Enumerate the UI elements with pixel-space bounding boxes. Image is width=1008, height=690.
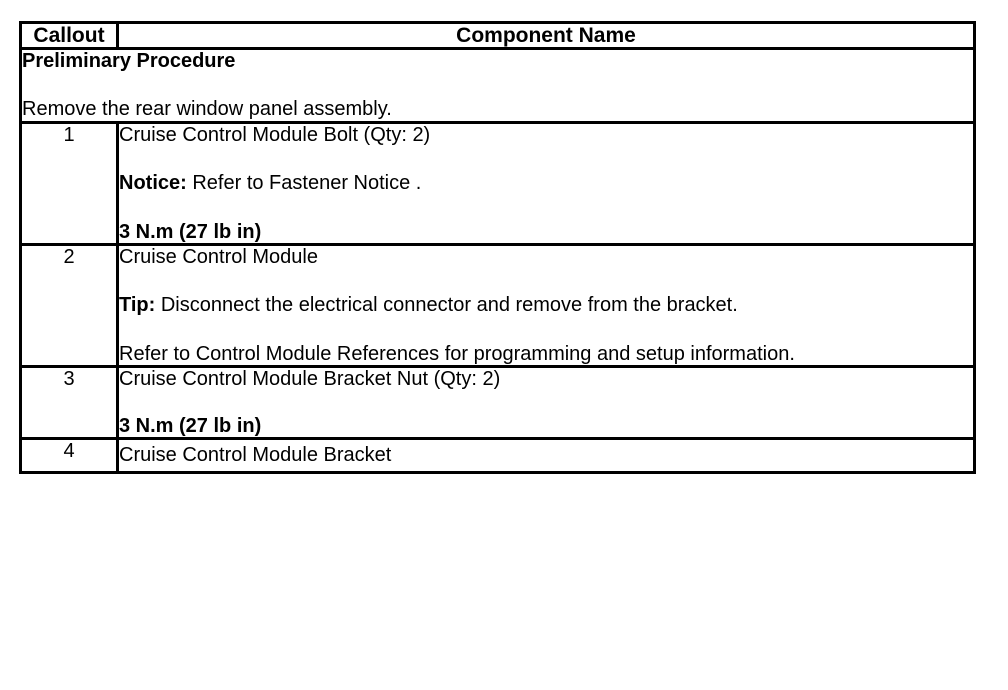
table-row: 1 Cruise Control Module Bolt (Qty: 2) No…	[19, 120, 976, 247]
tip-text: Disconnect the electrical connector and …	[155, 294, 738, 317]
reference-text: Refer to Control Module References for p…	[119, 342, 795, 365]
preliminary-procedure-title: Preliminary Procedure	[22, 50, 236, 73]
spacer	[119, 268, 973, 294]
notice-text: Refer to Fastener Notice .	[186, 172, 422, 195]
spacer	[22, 74, 973, 98]
spacer	[119, 317, 973, 343]
table-row: 4 Cruise Control Module Bracket	[19, 436, 976, 475]
component-description: Cruise Control Module Bolt (Qty: 2) Noti…	[116, 120, 976, 247]
component-description: Cruise Control Module Tip: Disconnect th…	[116, 243, 976, 369]
callout-number: 1	[19, 120, 119, 247]
component-title: Cruise Control Module Bracket	[119, 444, 392, 466]
notice-label: Notice:	[119, 172, 187, 195]
notice-line: Notice: Refer to Fastener Notice .	[119, 172, 973, 194]
preliminary-procedure-row: Preliminary Procedure Remove the rear wi…	[19, 47, 976, 124]
callout-table: Callout Component Name Preliminary Proce…	[19, 20, 976, 475]
torque-spec: 3 N.m (27 lb in)	[119, 414, 262, 437]
component-title: Cruise Control Module Bracket Nut (Qty: …	[119, 368, 501, 391]
spacer	[119, 146, 973, 172]
column-header-component-name: Component Name	[116, 20, 976, 51]
component-title: Cruise Control Module	[119, 246, 318, 269]
component-title: Cruise Control Module Bolt (Qty: 2)	[119, 123, 431, 146]
preliminary-procedure-cell: Preliminary Procedure Remove the rear wi…	[19, 47, 976, 124]
preliminary-procedure-text: Remove the rear window panel assembly.	[22, 98, 392, 121]
torque-spec: 3 N.m (27 lb in)	[119, 220, 262, 243]
column-header-callout: Callout	[19, 20, 119, 51]
table-row: 2 Cruise Control Module Tip: Disconnect …	[19, 243, 976, 369]
spacer	[119, 391, 973, 415]
component-description: Cruise Control Module Bracket	[116, 436, 976, 475]
callout-number: 2	[19, 243, 119, 369]
callout-number: 3	[19, 365, 119, 440]
table-header-row: Callout Component Name	[19, 20, 976, 51]
table-row: 3 Cruise Control Module Bracket Nut (Qty…	[19, 365, 976, 440]
spacer	[119, 195, 973, 221]
tip-label: Tip:	[119, 294, 156, 317]
callout-number: 4	[19, 436, 119, 475]
component-description: Cruise Control Module Bracket Nut (Qty: …	[116, 365, 976, 440]
tip-line: Tip: Disconnect the electrical connector…	[119, 294, 973, 316]
